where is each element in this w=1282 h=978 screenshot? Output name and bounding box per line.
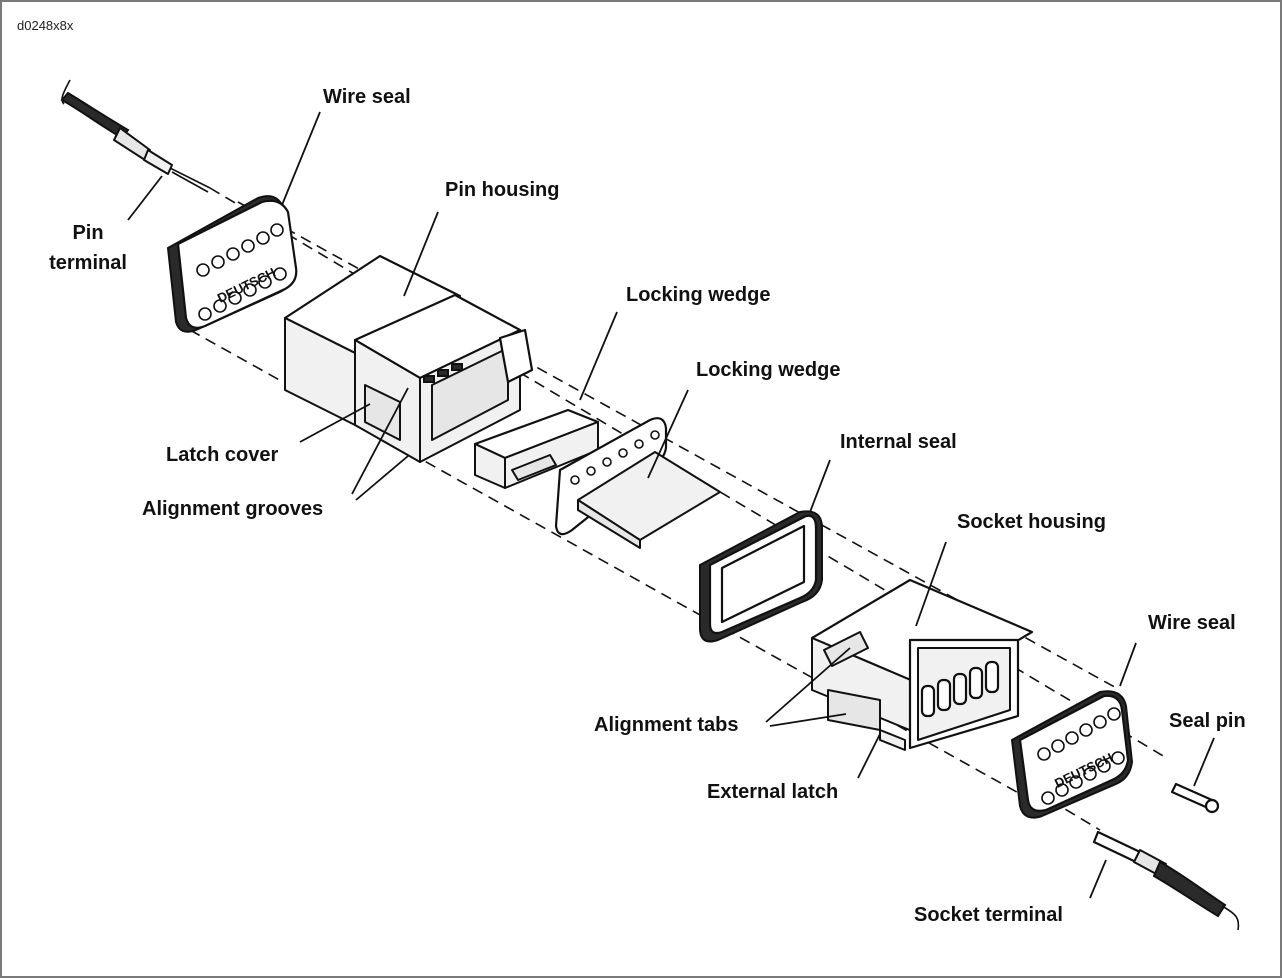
label-external-latch: External latch (707, 781, 839, 803)
wire-seal-top-part: DEUTSCH (166, 195, 298, 333)
wire-seal-bottom-part: DEUTSCH (1010, 690, 1134, 819)
seal-pin-part (1170, 782, 1220, 814)
label-wire-seal-bottom: Wire seal (1148, 612, 1236, 634)
socket-terminal-part (1092, 830, 1240, 931)
label-socket-housing: Socket housing (957, 511, 1106, 533)
internal-seal-part (699, 510, 823, 643)
label-alignment-grooves: Alignment grooves (142, 498, 324, 520)
pin-housing-part (283, 254, 534, 463)
label-internal-seal: Internal seal (840, 431, 957, 453)
label-locking-wedge-1: Locking wedge (626, 284, 771, 306)
locking-wedge-1-part (473, 408, 600, 489)
pin-terminal-part (60, 79, 211, 193)
label-seal-pin: Seal pin (1169, 710, 1246, 732)
label-pin-terminal: Pin terminal (49, 222, 127, 274)
label-latch-cover: Latch cover (166, 444, 279, 466)
locking-wedge-2-part (554, 417, 721, 549)
label-pin-housing: Pin housing (445, 179, 560, 201)
label-alignment-tabs: Alignment tabs (594, 714, 739, 736)
leader-lines (127, 111, 1215, 899)
socket-housing-part (810, 578, 1034, 751)
figure-reference-id: d0248x8x (17, 18, 74, 33)
label-wire-seal-top: Wire seal (323, 86, 411, 108)
label-socket-terminal: Socket terminal (914, 904, 1063, 926)
label-locking-wedge-2: Locking wedge (696, 359, 841, 381)
